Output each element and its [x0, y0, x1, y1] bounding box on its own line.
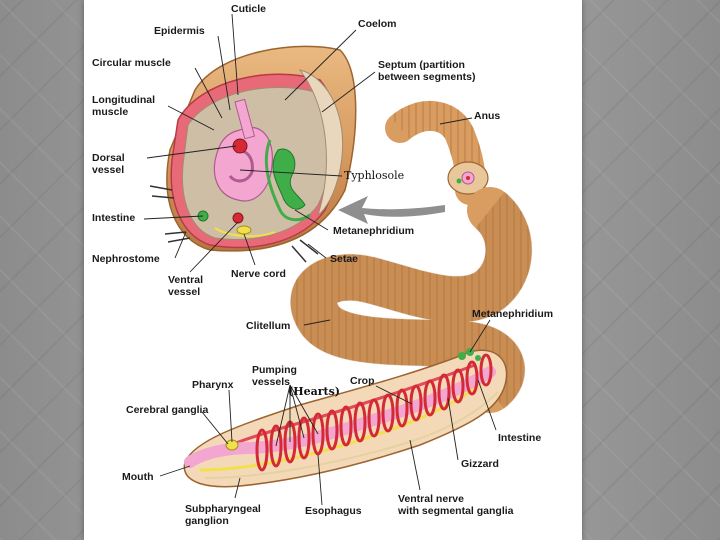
label-dorsal-vessel: Dorsal vessel	[92, 152, 125, 176]
label-pharynx: Pharynx	[192, 379, 234, 391]
label-hearts: (Hearts)	[288, 385, 340, 398]
label-circular-muscle: Circular muscle	[92, 57, 171, 69]
worm-body	[290, 101, 533, 413]
label-epidermis: Epidermis	[154, 25, 205, 37]
label-gizzard: Gizzard	[461, 458, 499, 470]
label-ventral-vessel: Ventral vessel	[168, 274, 204, 298]
label-intestine-body: Intestine	[498, 432, 542, 444]
label-typhlosole: Typhlosole	[344, 169, 405, 182]
label-setae: Setae	[330, 253, 359, 265]
label-coelom: Coelom	[358, 18, 397, 30]
label-metanephridium-section: Metanephridium	[333, 225, 415, 237]
label-septum: Septum (partition between segments)	[378, 59, 476, 83]
direction-arrow	[338, 196, 445, 224]
label-nephrostome: Nephrostome	[92, 253, 160, 265]
label-intestine-section: Intestine	[92, 212, 136, 224]
leader-lines	[143, 13, 497, 506]
longitudinal-section	[183, 348, 508, 488]
label-ventral-nerve: Ventral nerve with segmental ganglia	[398, 493, 514, 517]
label-pumping-vessels: Pumping vessels	[252, 364, 297, 388]
label-clitellum: Clitellum	[246, 320, 291, 332]
label-esophagus: Esophagus	[305, 505, 362, 517]
label-mouth: Mouth	[122, 471, 154, 483]
label-crop: Crop	[350, 375, 375, 387]
label-longitudinal-muscle: Longitudinal muscle	[92, 94, 155, 118]
label-anus: Anus	[474, 110, 501, 122]
label-metanephridium-body: Metanephridium	[472, 308, 554, 320]
label-cerebral-ganglia: Cerebral ganglia	[126, 404, 209, 416]
label-nerve-cord: Nerve cord	[231, 268, 286, 280]
label-subpharyngeal-ganglion: Subpharyngeal ganglion	[185, 503, 261, 527]
cross-section	[149, 45, 357, 263]
label-cuticle: Cuticle	[231, 3, 267, 15]
